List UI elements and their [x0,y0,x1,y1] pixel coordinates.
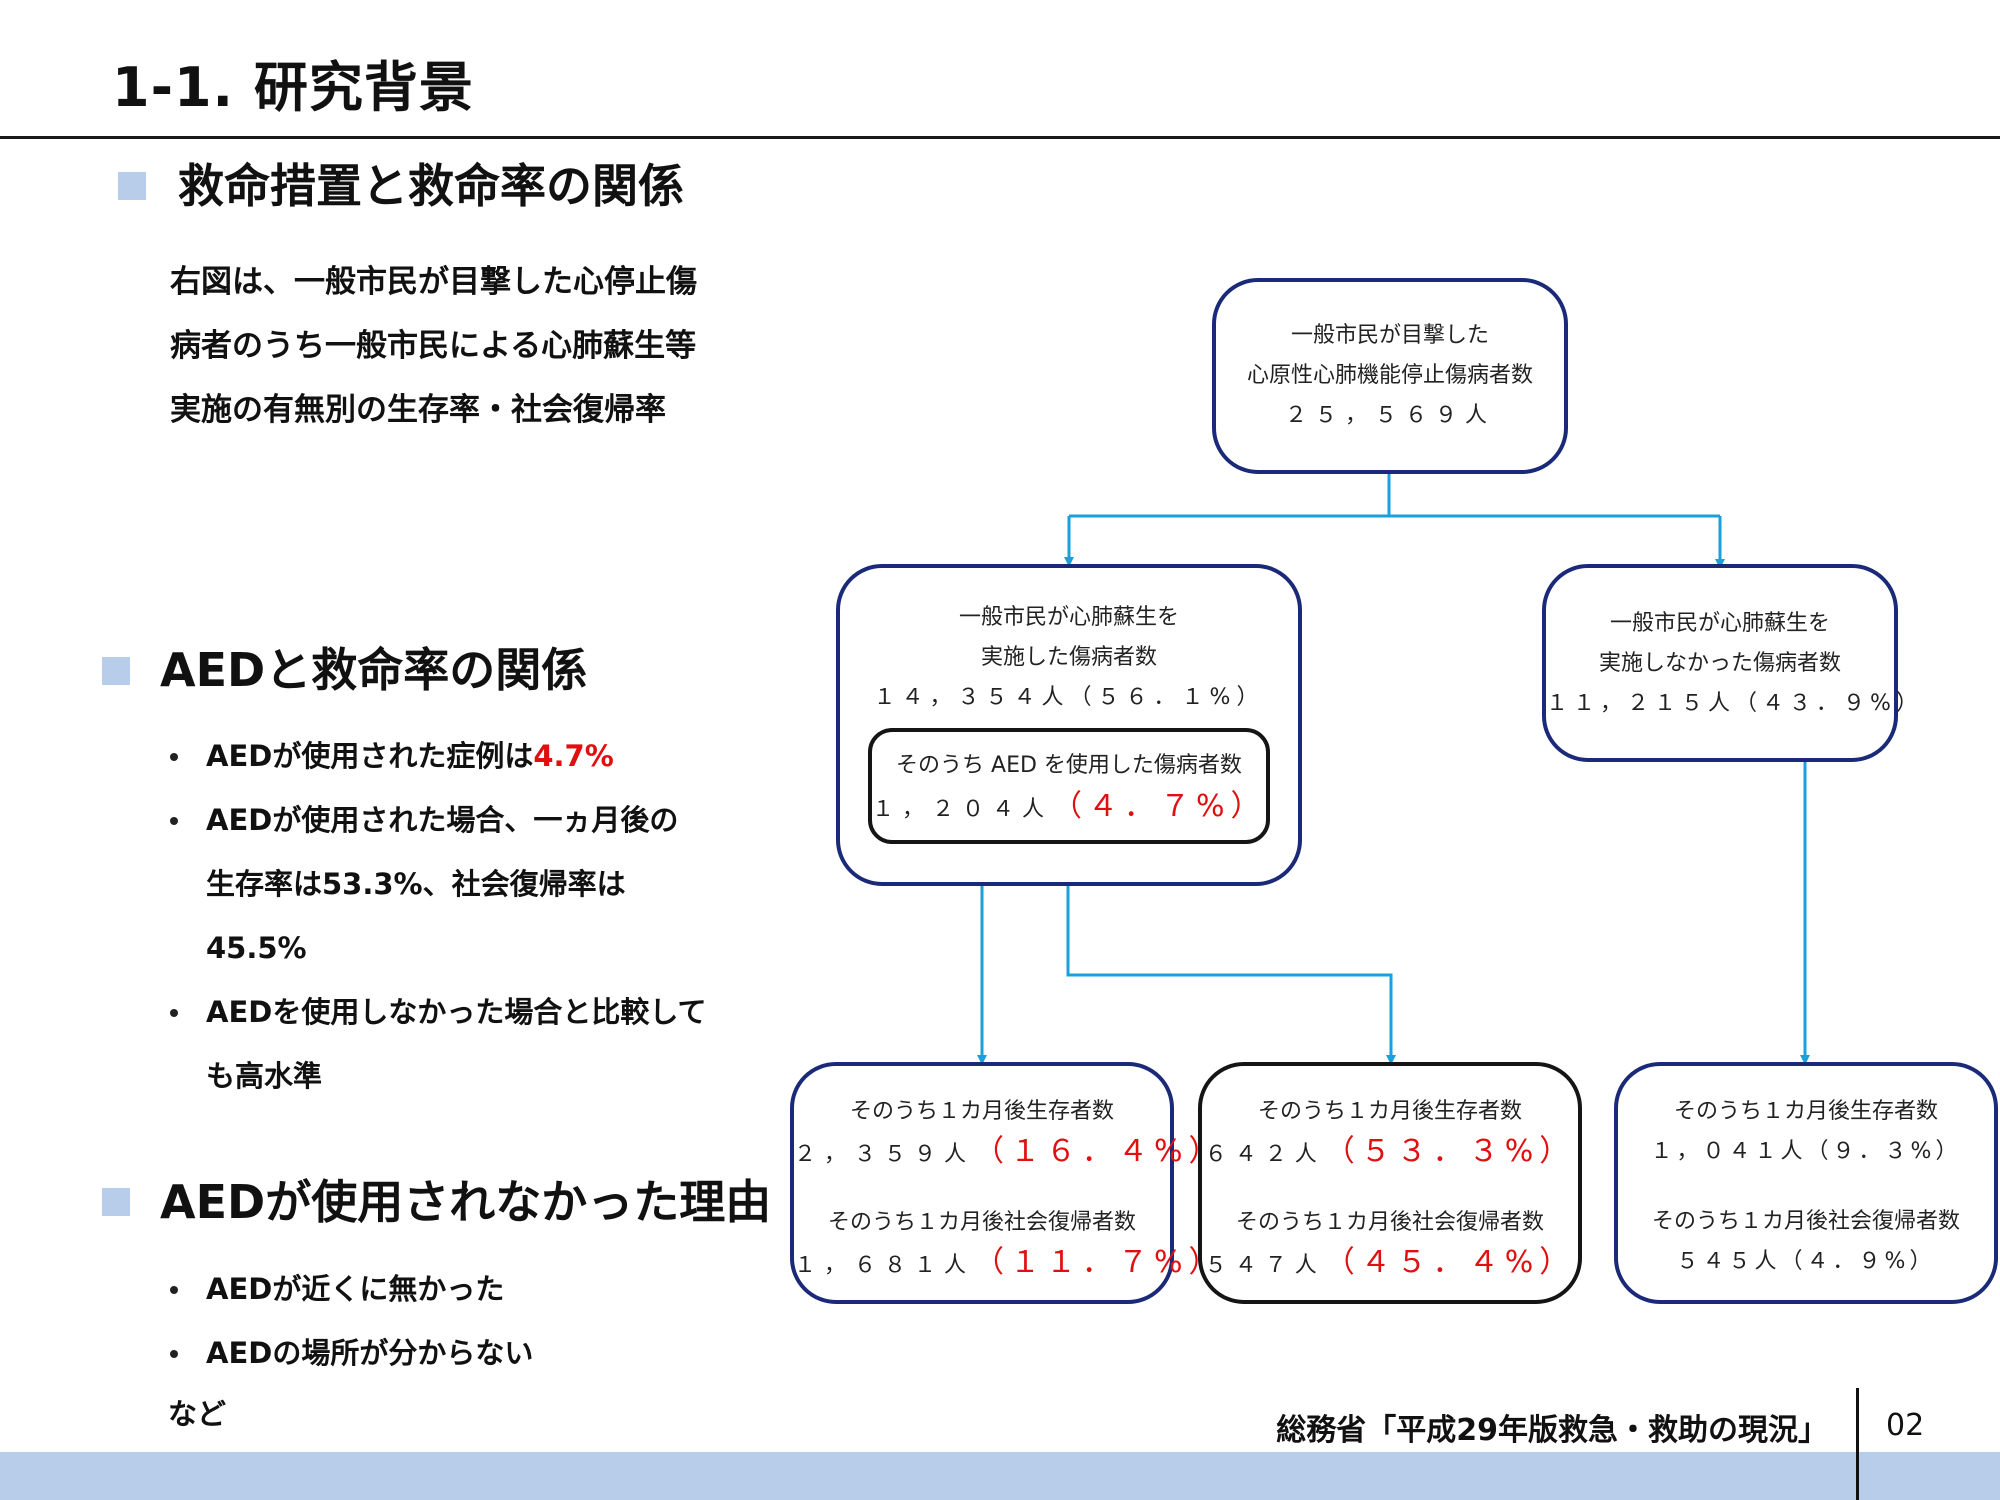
aed-effect-line-2: 生存率は53.3%、社会復帰率は [206,867,626,901]
bullet-dot [170,1286,178,1294]
bullet-dot [170,1350,178,1358]
section-1-text-line-1: 右図は、一般市民が目撃した心停止傷 [170,264,697,300]
aed-usage-percent: 4.7% [533,739,614,773]
root-line-1: 一般市民が目撃した [1290,323,1489,348]
page-number: 02 [1886,1408,1925,1443]
aed-compare-line-2: も高水準 [206,1059,323,1093]
section-1-text-line-2: 病者のうち一般市民による心肺蘇生等 [170,328,697,364]
source-citation: 総務省「平成29年版救急・救助の現況」 [1276,1413,1828,1448]
aed-usage-bullet: AEDが使用された症例は4.7% [206,724,614,788]
outcome-cpr-return-row: １，６８１人（１１．７%） [794,1243,1219,1286]
outcome-none-return: ５４５人（４．９%） [1676,1249,1936,1274]
outcome-aed-survival-count: ６４２人 [1204,1142,1325,1167]
title-divider [0,136,2000,139]
outcome-none-box: そのうち１カ月後生存者数 １，０４１人（９．３%） そのうち１カ月後社会復帰者数… [1614,1062,1998,1304]
aed-used-percent: （４．７%） [1052,789,1267,824]
outcome-cpr-box: そのうち１カ月後生存者数 ２，３５９人（１６．４%） そのうち１カ月後社会復帰者… [790,1062,1219,1304]
outcome-cpr-survival-count: ２，３５９人 [794,1142,975,1167]
bullet-dot [170,1009,178,1017]
root-count: ２５，５６９人 [1284,403,1495,428]
outcome-aed-survival-label: そのうち１カ月後生存者数 [1257,1099,1522,1124]
outcome-cpr-return-count: １，６８１人 [794,1253,975,1278]
section-1-text-line-3: 実施の有無別の生存率・社会復帰率 [170,392,666,428]
outcome-none-survival-label: そのうち１カ月後生存者数 [1673,1099,1938,1124]
section-1-bullet [118,172,146,200]
aed-effect-line-1: AEDが使用された場合、一ヵ月後の [206,803,679,837]
footer-band [0,1452,2000,1500]
outcome-aed-box: そのうち１カ月後生存者数 ６４２人（５３．３%） そのうち１カ月後社会復帰者数 … [1198,1062,1582,1304]
reason-bullet-1: AEDが近くに無かった [206,1272,505,1306]
outcome-cpr-return-percent: （１１．７%） [974,1245,1225,1280]
slide-title: 1-1. 研究背景 [112,56,474,119]
section-2-heading: AEDと救命率の関係 [160,643,588,697]
outcome-aed-survival-percent: （５３．３%） [1324,1134,1576,1169]
bullet-dot [170,753,178,761]
cpr-not-performed-line-2: 実施しなかった傷病者数 [1598,651,1841,676]
section-1-heading: 救命措置と救命率の関係 [178,159,684,213]
aed-effect-line-3: 45.5% [206,931,307,965]
reason-bullet-2: AEDの場所が分からない [206,1336,534,1370]
outcome-cpr-return-label: そのうち１カ月後社会復帰者数 [827,1210,1136,1235]
outcome-aed-return-label: そのうち１カ月後社会復帰者数 [1235,1210,1544,1235]
aed-used-box: そのうち AED を使用した傷病者数 １，２０４人（４．７%） [868,728,1270,844]
outcome-aed-return-count: ５４７人 [1204,1253,1325,1278]
aed-compare-line-1: AEDを使用しなかった場合と比較して [206,995,707,1029]
aed-usage-text: AEDが使用された症例は [206,739,534,773]
root-line-2: 心原性心肺機能停止傷病者数 [1246,363,1533,388]
section-3-bullet [102,1188,130,1216]
cpr-performed-line-2: 実施した傷病者数 [980,645,1157,670]
cpr-not-performed-line-1: 一般市民が心肺蘇生を [1609,611,1830,636]
cpr-performed-line-1: 一般市民が心肺蘇生を [958,605,1179,630]
aed-used-label: そのうち AED を使用した傷病者数 [896,753,1242,778]
section-2-bullet [102,657,130,685]
outcome-cpr-survival-row: ２，３５９人（１６．４%） [794,1132,1219,1175]
cpr-not-performed-count: １１，２１５人（４３．９%） [1546,691,1923,716]
outcome-aed-survival-row: ６４２人（５３．３%） [1202,1132,1578,1175]
outcome-cpr-survival-label: そのうち１カ月後生存者数 [849,1099,1114,1124]
aed-used-count-row: １，２０４人（４．７%） [872,786,1266,831]
outcome-none-return-label: そのうち１カ月後社会復帰者数 [1651,1209,1960,1234]
cpr-not-performed-box: 一般市民が心肺蘇生を 実施しなかった傷病者数 １１，２１５人（４３．９%） [1542,564,1923,762]
outcome-cpr-survival-percent: （１６．４%） [974,1134,1225,1169]
outcome-aed-return-percent: （４５．４%） [1324,1245,1576,1280]
outcome-aed-return-row: ５４７人（４５．４%） [1202,1243,1578,1286]
outcome-none-survival: １，０４１人（９．３%） [1650,1139,1962,1164]
footer-divider [1856,1388,1859,1500]
bullet-dot [170,817,178,825]
cpr-performed-count: １４，３５４人（５６．１%） [873,685,1265,710]
aed-used-count: １，２０４人 [872,797,1053,822]
root-box: 一般市民が目撃した 心原性心肺機能停止傷病者数 ２５，５６９人 [1212,278,1568,474]
reason-tail: など [168,1397,227,1431]
section-3-heading: AEDが使用されなかった理由 [160,1175,772,1229]
